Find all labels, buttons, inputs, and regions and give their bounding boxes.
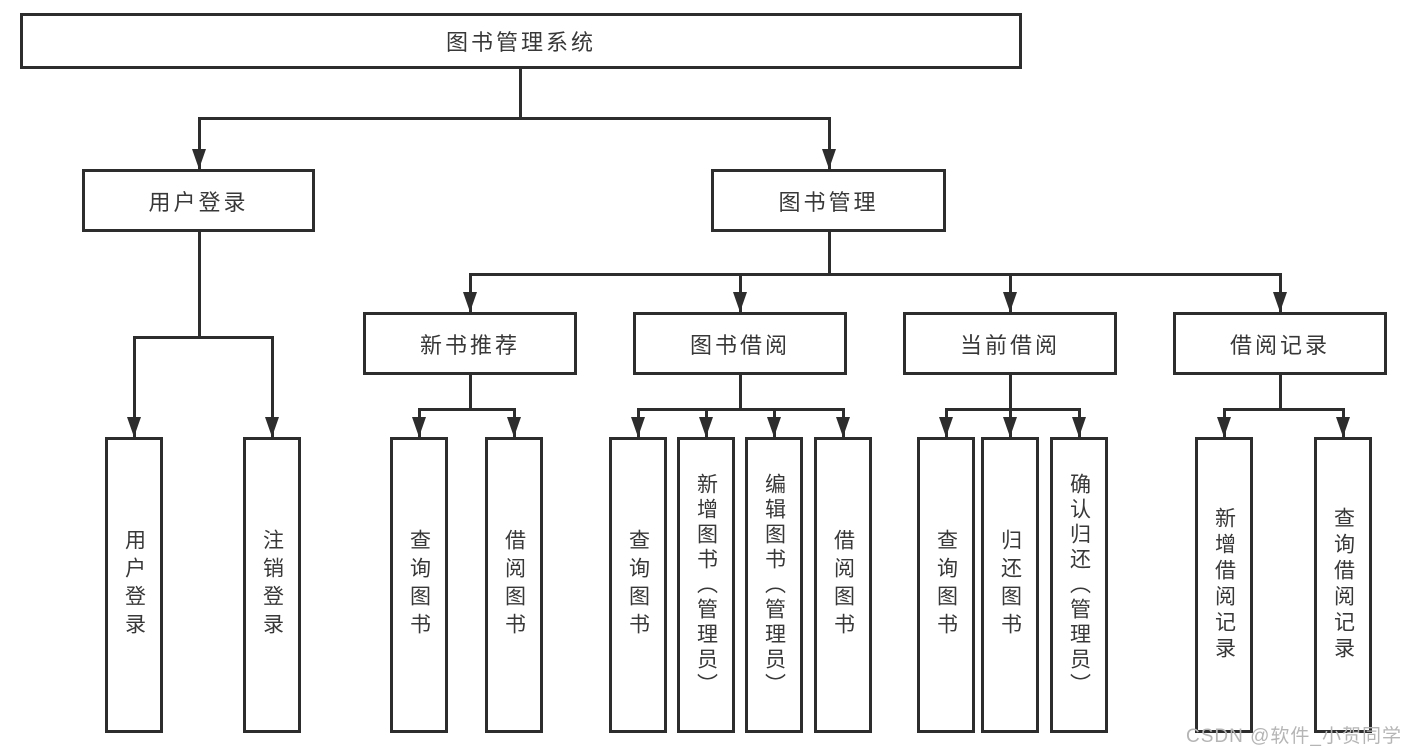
connector-line [828, 117, 831, 169]
connector-line [1009, 375, 1012, 411]
arrow-down-icon [1336, 417, 1350, 437]
leaf-cb-query-books: 查询图书 [917, 437, 975, 733]
leaf-nbr-borrow-books-label: 借阅图书 [502, 529, 526, 641]
leaf-bb-add-books-admin: 新增图书（管理员） [677, 437, 735, 733]
connector-line [739, 375, 742, 411]
arrow-down-icon [1003, 417, 1017, 437]
arrow-down-icon [836, 417, 850, 437]
leaf-bb-borrow-books-label: 借阅图书 [831, 529, 855, 641]
leaf-nbr-borrow-books: 借阅图书 [485, 437, 543, 733]
leaf-nbr-query-books: 查询图书 [390, 437, 448, 733]
node-root: 图书管理系统 [20, 13, 1022, 69]
connector-line [133, 336, 136, 437]
csdn-watermark: CSDN @软件_小贺同学 [1186, 726, 1402, 747]
leaf-bb-edit-books-admin: 编辑图书（管理员） [745, 437, 803, 733]
node-borrow-records: 借阅记录 [1173, 312, 1387, 375]
connector-line [198, 117, 830, 120]
leaf-br-query-record-label: 查询借阅记录 [1331, 507, 1355, 663]
arrow-down-icon [699, 417, 713, 437]
leaf-br-add-record-label: 新增借阅记录 [1212, 507, 1236, 663]
connector-line [198, 232, 201, 339]
node-book-borrowing: 图书借阅 [633, 312, 847, 375]
node-user-login: 用户登录 [82, 169, 315, 232]
node-new-book-recommendation-label: 新书推荐 [419, 332, 520, 358]
arrow-down-icon [1003, 292, 1017, 312]
node-user-login-label: 用户登录 [148, 189, 249, 215]
connector-line [1279, 375, 1282, 411]
node-book-management-label: 图书管理 [778, 189, 879, 215]
connector-line [198, 117, 201, 169]
arrow-down-icon [463, 292, 477, 312]
arrow-down-icon [265, 417, 279, 437]
connector-line [637, 408, 845, 411]
connector-line [1223, 408, 1345, 411]
node-book-borrowing-label: 图书借阅 [689, 332, 790, 358]
leaf-bb-add-books-admin-label: 新增图书（管理员） [694, 472, 718, 698]
arrow-down-icon [1072, 417, 1086, 437]
connector-line [271, 336, 274, 437]
leaf-user-login-label: 用户登录 [122, 529, 146, 641]
arrow-down-icon [1273, 292, 1287, 312]
connector-line [469, 375, 472, 411]
arrow-down-icon [939, 417, 953, 437]
node-current-borrowing: 当前借阅 [903, 312, 1117, 375]
node-new-book-recommendation: 新书推荐 [363, 312, 577, 375]
arrow-down-icon [1217, 417, 1231, 437]
connector-line [828, 232, 831, 276]
leaf-bb-query-books-label: 查询图书 [626, 529, 650, 641]
leaf-nbr-query-books-label: 查询图书 [407, 529, 431, 641]
leaf-br-add-record: 新增借阅记录 [1195, 437, 1253, 733]
arrow-down-icon [412, 417, 426, 437]
leaf-cb-confirm-return-admin-label: 确认归还（管理员） [1067, 472, 1091, 698]
leaf-logout: 注销登录 [243, 437, 301, 733]
leaf-bb-borrow-books: 借阅图书 [814, 437, 872, 733]
connector-line [418, 408, 516, 411]
leaf-cb-confirm-return-admin: 确认归还（管理员） [1050, 437, 1108, 733]
arrow-down-icon [192, 149, 206, 169]
node-root-label: 图书管理系统 [445, 30, 596, 55]
leaf-br-query-record: 查询借阅记录 [1314, 437, 1372, 733]
arrow-down-icon [127, 417, 141, 437]
connector-line [945, 408, 1081, 411]
leaf-bb-edit-books-admin-label: 编辑图书（管理员） [762, 472, 786, 698]
arrow-down-icon [733, 292, 747, 312]
connector-line [469, 273, 1282, 276]
leaf-logout-label: 注销登录 [260, 529, 284, 641]
leaf-cb-query-books-label: 查询图书 [934, 529, 958, 641]
leaf-bb-query-books: 查询图书 [609, 437, 667, 733]
leaf-user-login: 用户登录 [105, 437, 163, 733]
leaf-cb-return-books-label: 归还图书 [998, 529, 1022, 641]
node-current-borrowing-label: 当前借阅 [959, 332, 1060, 358]
node-book-management: 图书管理 [711, 169, 946, 232]
leaf-cb-return-books: 归还图书 [981, 437, 1039, 733]
arrow-down-icon [507, 417, 521, 437]
arrow-down-icon [822, 149, 836, 169]
connector-line [519, 69, 522, 120]
connector-line [133, 336, 274, 339]
node-borrow-records-label: 借阅记录 [1229, 332, 1330, 358]
arrow-down-icon [767, 417, 781, 437]
arrow-down-icon [631, 417, 645, 437]
